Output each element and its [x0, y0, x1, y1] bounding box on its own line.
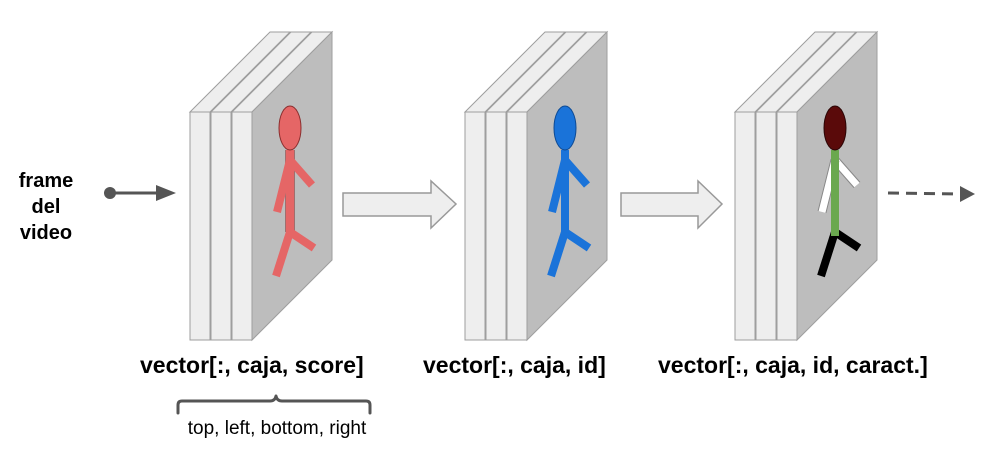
brace: [176, 394, 372, 415]
output-arrow-line: [887, 191, 959, 196]
stick-figure-2: [547, 105, 592, 278]
stick-figure-3: [817, 105, 862, 278]
frame-layer: [505, 30, 609, 342]
figure-head: [553, 105, 577, 151]
output-arrow: [887, 186, 975, 202]
frame-layer: [484, 31, 588, 341]
flow-arrow: [620, 179, 724, 230]
frame-stack-1: [188, 30, 334, 342]
figure-leg: [272, 230, 294, 278]
frame-layer: [754, 31, 858, 341]
figure-head: [823, 105, 847, 151]
brace-label: top, left, bottom, right: [187, 418, 367, 439]
figure-arm: [548, 159, 569, 213]
figure-leg: [817, 230, 839, 278]
figure-arm: [273, 159, 294, 213]
flow-arrow: [342, 179, 458, 230]
frame-layer: [733, 31, 837, 341]
frame-layer: [209, 31, 313, 341]
stage-2-label: vector[:, caja, id]: [423, 352, 606, 378]
stage-3-label: vector[:, caja, id, caract.]: [658, 352, 928, 378]
frame-layer: [463, 31, 567, 341]
figure-leg: [287, 228, 317, 252]
input-label: frame del video: [18, 170, 74, 244]
frame-stack-3: [733, 30, 879, 342]
figure-head: [278, 105, 302, 151]
input-arrow-head: [156, 185, 176, 201]
stage-1-label: vector[:, caja, score]: [140, 352, 364, 378]
figure-leg: [547, 230, 569, 278]
stick-figure-1: [272, 105, 317, 278]
output-arrow-head: [960, 186, 975, 202]
figure-arm: [561, 157, 591, 188]
frame-stack-2: [463, 30, 609, 342]
input-arrow: [104, 185, 176, 201]
figure-leg: [562, 228, 592, 252]
figure-arm: [286, 157, 316, 188]
frame-layer: [188, 31, 292, 341]
